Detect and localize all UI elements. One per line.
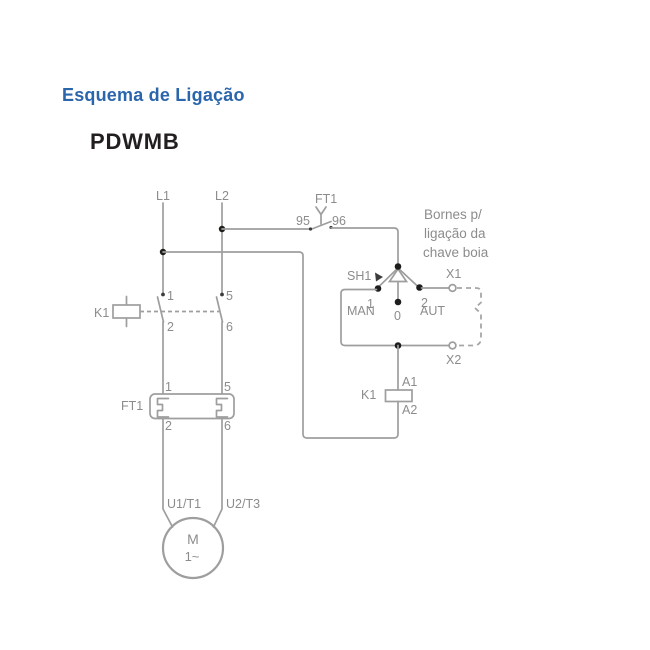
float-switch-terminals xyxy=(448,283,482,350)
label-motor-m: M xyxy=(187,531,199,547)
thermal-element-icon xyxy=(156,397,170,418)
sh1-pivot-dot xyxy=(394,263,402,270)
wire-l1-lower xyxy=(162,321,174,528)
label-c5: 5 xyxy=(226,289,233,303)
k1-pole1-lever xyxy=(156,296,165,323)
label-pos-1: 1 xyxy=(367,297,374,311)
k1-pole2-terminal xyxy=(220,292,224,297)
label-o5: 5 xyxy=(224,380,231,394)
k1-pole2-lever xyxy=(215,296,224,323)
diagram-labels: L1 L2 FT1 95 96 Bornes p/ ligação da cha… xyxy=(94,189,489,511)
sh1-lever-man xyxy=(377,267,399,289)
label-c2: 2 xyxy=(167,320,174,334)
label-o1: 1 xyxy=(165,380,172,394)
label-c6: 6 xyxy=(226,320,233,334)
label-k1-contactor: K1 xyxy=(94,306,109,320)
selector-knob-icon xyxy=(387,267,409,283)
label-a1: A1 xyxy=(402,375,417,389)
trip-fork-icon xyxy=(315,206,327,225)
page-title: Esquema de Ligação xyxy=(62,85,245,105)
label-o2: 2 xyxy=(165,419,172,433)
wire-a2-return xyxy=(162,251,399,439)
ft1-nc-lever xyxy=(309,220,332,231)
float-switch-dashed-link xyxy=(457,287,482,347)
terminal-circle-x1 xyxy=(448,283,457,293)
sh1-contact2-dot xyxy=(416,284,423,291)
note-line-3: chave boia xyxy=(423,245,489,260)
terminal-circle-x2 xyxy=(448,341,457,350)
note-line-2: ligação da xyxy=(424,226,486,241)
label-o6: 6 xyxy=(224,419,231,433)
label-pos-0: 0 xyxy=(394,309,401,323)
label-x2: X2 xyxy=(446,353,461,367)
label-95: 95 xyxy=(296,214,310,228)
label-l1: L1 xyxy=(156,189,170,203)
label-96: 96 xyxy=(332,214,346,228)
label-l2: L2 xyxy=(215,189,229,203)
terminal-95-dot xyxy=(308,227,313,231)
sh1-contact0-dot xyxy=(394,298,402,306)
wire-96-to-sh1 xyxy=(330,227,399,265)
label-k1-coil: K1 xyxy=(361,388,376,402)
label-a2: A2 xyxy=(402,403,417,417)
label-ft1-control: FT1 xyxy=(315,192,337,206)
power-circuit xyxy=(156,202,226,528)
motor-circle xyxy=(161,516,225,580)
sh1-lever-aut xyxy=(397,267,420,289)
label-c1: 1 xyxy=(167,289,174,303)
label-aut: AUT xyxy=(420,304,445,318)
coil-k1 xyxy=(162,251,413,439)
overload-ft1 xyxy=(149,393,235,420)
coil-rect xyxy=(384,389,413,403)
sh1-contact1-dot xyxy=(374,285,382,292)
wire-l2-lower xyxy=(212,321,223,528)
label-u1t1: U1/T1 xyxy=(167,497,201,511)
actuator-rect xyxy=(112,304,141,319)
control-circuit xyxy=(162,206,482,439)
motor: M 1~ xyxy=(161,516,225,580)
k1-pole1-terminal xyxy=(161,292,165,297)
model-title: PDWMB xyxy=(90,129,180,154)
wire-man-loop xyxy=(340,288,399,347)
label-ft1-overload: FT1 xyxy=(121,399,143,413)
label-motor-phase: 1~ xyxy=(185,549,200,564)
selector-sh1 xyxy=(374,263,423,306)
note-line-1: Bornes p/ xyxy=(424,207,482,222)
label-sh1: SH1 xyxy=(347,269,371,283)
label-u2t3: U2/T3 xyxy=(226,497,260,511)
sh1-pointer-icon xyxy=(375,272,383,282)
label-man: MAN xyxy=(347,304,375,318)
label-pos-2: 2 xyxy=(421,296,428,310)
label-x1: X1 xyxy=(446,267,461,281)
contactor-k1-actuator xyxy=(112,295,219,328)
overload-box xyxy=(149,393,235,420)
thermal-element-icon xyxy=(215,397,229,418)
